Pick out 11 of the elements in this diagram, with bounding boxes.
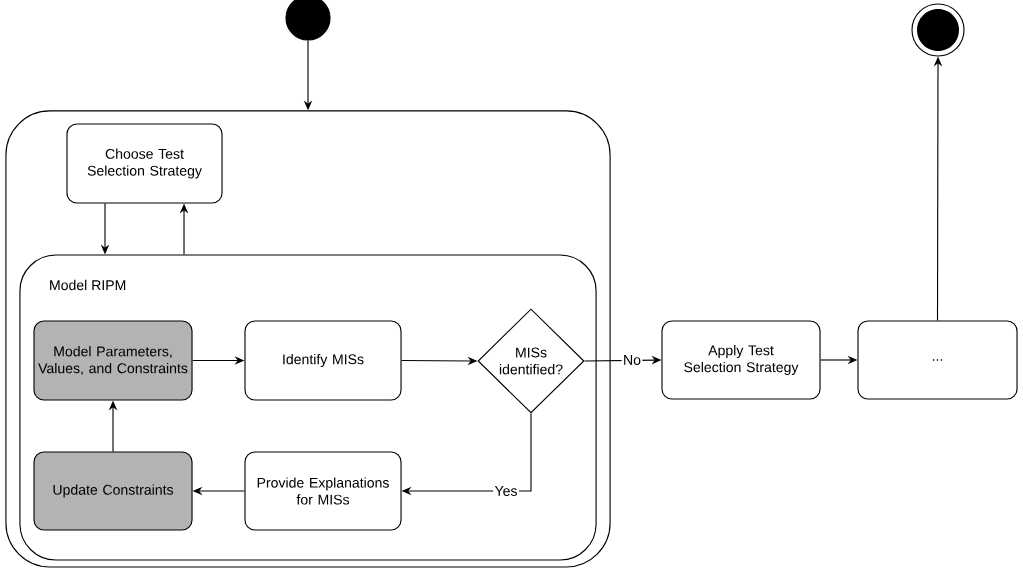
edge-label: Yes: [493, 484, 519, 498]
process-box: Choose Test Selection Strategy: [66, 123, 223, 204]
process-box: Provide Explanations for MISs: [244, 451, 402, 531]
end-circle: [911, 3, 965, 57]
process-box: Apply Test Selection Strategy: [661, 320, 821, 400]
process-box: Update Constraints: [33, 451, 193, 531]
edge-label: No: [621, 353, 643, 367]
container-box: [5, 110, 611, 568]
process-box: Identify MISs: [244, 320, 402, 401]
process-box: Model Parameters, Values, and Constraints: [33, 320, 193, 401]
process-box: ...: [857, 320, 1018, 400]
